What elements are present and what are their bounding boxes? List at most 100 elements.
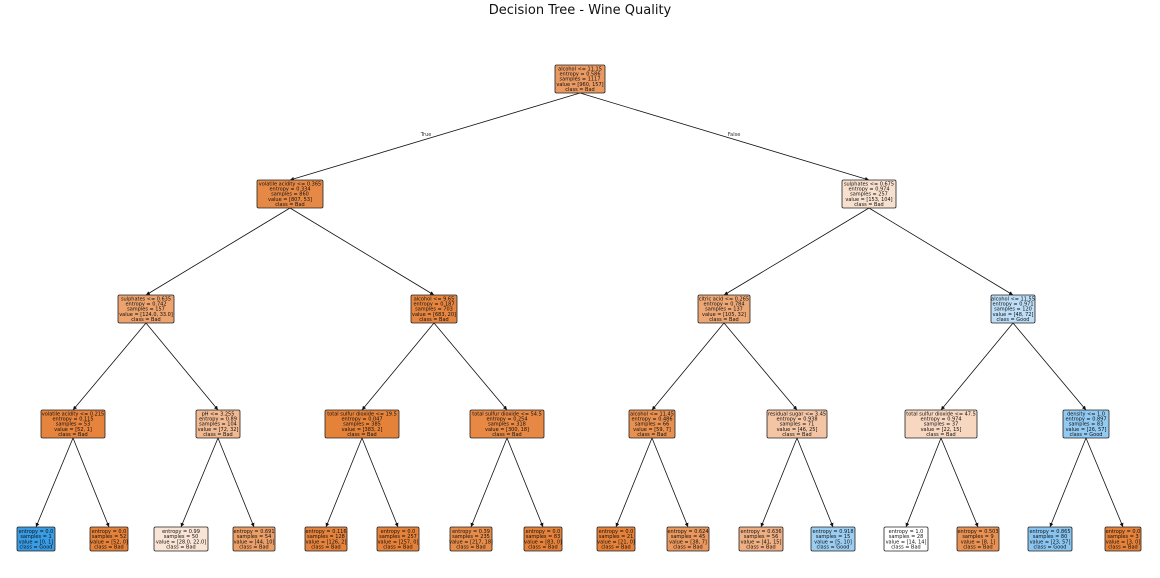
node-text-line: samples = 3 [1107,534,1138,540]
node-text-line: density <= 1.0 [1067,411,1105,417]
diagram-title: Decision Tree - Wine Quality [488,3,672,18]
node-box [990,294,1036,324]
node-text-line: samples = 120 [994,307,1032,313]
node-box [117,294,175,324]
node-text-line: samples = 28 [889,534,924,540]
node-text-line: samples = 235 [452,534,490,540]
node-text-line: value = [26, 57] [1066,427,1107,433]
tree-edge-n7-n16 [72,437,110,528]
node-box [232,526,276,552]
node-box [883,526,929,552]
node-text-line: samples = 71 [780,422,815,428]
node-text-line: class = Bad [782,432,811,438]
tree-edge-n7-n15 [35,437,74,528]
node-text-line: class = Bad [637,432,666,438]
node-text-line: class = Bad [239,545,268,551]
node-text-line: value = [683, 20] [412,312,456,318]
node-text-line: entropy = 0.938 [776,417,817,423]
node-text-line: citric acid <= 0.265 [699,296,749,302]
tree-edge-n6-n14 [1012,322,1087,411]
node-text-line: samples = 53 [56,422,91,428]
node-box [628,409,676,439]
node-text-line: samples = 1117 [560,77,601,83]
node-text-line: class = Bad [926,432,955,438]
node-text-line: samples = 257 [850,192,888,198]
node-text-line: class = Bad [94,545,123,551]
node-text-line: alcohol <= 11.45 [630,411,674,417]
node-text-line: entropy = 1.0 [889,529,924,535]
node-text-line: class = Bad [383,545,412,551]
node-text-line: entropy = 0.0 [19,529,54,535]
node-text-line: class = Bad [709,317,738,323]
node-text-line: value = [8, 1] [961,539,996,545]
node-text-line: samples = 9 [962,534,993,540]
node-box [16,526,56,552]
tree-edge-n2-n5 [723,207,870,296]
node-text-line: samples = 66 [635,422,670,428]
node-box [410,294,458,324]
node-text-line: class = Bad [854,202,883,208]
node-text-line: class = Bad [456,545,485,551]
node-text-line: samples = 257 [379,534,417,540]
node-text-line: class = Bad [347,432,376,438]
tree-edge-n14-n30 [1085,437,1124,528]
tree-edge-n13-n28 [940,437,979,528]
node-text-line: samples = 37 [924,422,959,428]
node-text-line: samples = 157 [127,307,165,313]
node-text-line: volatile acidity <= 0.215 [42,411,104,417]
node-text-line: class = Bad [673,545,702,551]
node-text-line: value = [22, 15] [921,427,962,433]
node-text-line: entropy = 0.636 [740,529,781,535]
node-text-line: class = Bad [311,545,340,551]
node-text-line: entropy = 0.047 [341,417,382,423]
node-text-line: samples = 1 [20,534,51,540]
node-text-line: entropy = 0.918 [812,529,853,535]
node-text-line: samples = 104 [199,422,237,428]
node-box [1062,409,1110,439]
tree-edge-n0-n2 [579,92,870,181]
node-box [449,526,493,552]
tree-edge-n9-n20 [361,437,399,528]
node-text-line: value = [44, 10] [234,539,275,545]
node-text-line: samples = 50 [164,534,199,540]
node-box [841,179,897,209]
node-text-line: samples = 385 [343,422,381,428]
node-text-line: samples = 318 [488,422,526,428]
node-text-line: value = [41, 15] [741,539,782,545]
node-text-line: alcohol <= 11.15 [558,66,602,72]
node-text-line: entropy = 0.897 [1065,417,1106,423]
node-box [304,526,348,552]
node-text-line: entropy = 0.254 [486,417,527,423]
node-text-line: sulphates <= 0.635 [121,296,171,302]
tree-edge-n8-n18 [217,437,255,528]
node-box [738,526,784,552]
tree-edge-n4-n10 [433,322,508,411]
tree-edge-n13-n27 [905,437,942,528]
node-text-line: class = Bad [1108,545,1137,551]
node-text-line: entropy = 0.0 [526,529,561,535]
node-text-line: value = [21, 0] [597,539,635,545]
tree-edge-n11-n24 [651,437,689,528]
node-text-line: value = [38, 7] [669,539,707,545]
tree-edge-n5-n11 [651,322,725,411]
node-text-line: entropy = 0.187 [413,302,454,308]
node-text-line: entropy = 0.624 [667,529,708,535]
